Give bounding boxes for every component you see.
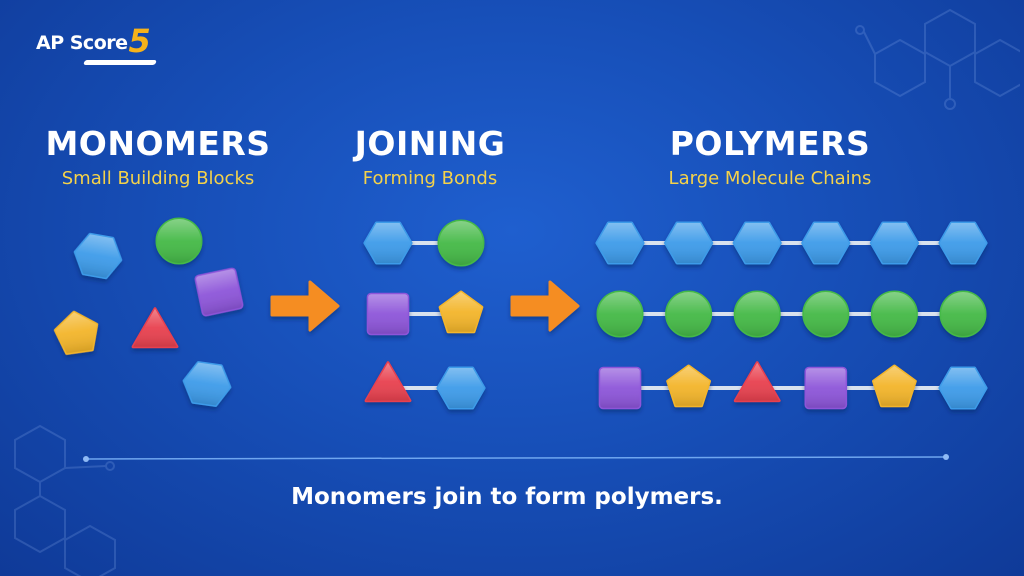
- joining-square: [366, 292, 410, 336]
- joining-triangle: [364, 361, 412, 403]
- arrow-to-joining: [270, 280, 340, 332]
- polymers-subheading: Large Molecule Chains: [668, 168, 872, 189]
- monomer-circle: [155, 217, 203, 265]
- divider-dot-left: [83, 456, 89, 462]
- caption: Monomers join to form polymers.: [291, 484, 723, 510]
- monomer-triangle: [131, 307, 179, 349]
- monomer-square: [194, 267, 244, 317]
- polymer-pentagon: [872, 364, 917, 408]
- polymer-circle: [939, 290, 987, 338]
- monomer-hexagon: [182, 361, 232, 407]
- monomer-pentagon: [53, 310, 99, 355]
- polymer-hexagon: [663, 221, 714, 265]
- joining-hexagon: [436, 366, 486, 410]
- polymer-circle: [870, 290, 918, 338]
- polymer-circle: [802, 290, 850, 338]
- joining-subheading: Forming Bonds: [362, 168, 498, 189]
- joining-heading: JOINING: [354, 124, 506, 163]
- polymer-hexagon: [938, 366, 988, 410]
- polymer-hexagon: [732, 221, 782, 265]
- polymer-circle: [596, 290, 644, 338]
- polymer-hexagon: [595, 221, 645, 265]
- polymer-hexagon: [938, 221, 988, 265]
- polymer-circle: [733, 290, 781, 338]
- polymer-triangle: [733, 361, 781, 403]
- polymer-pentagon: [666, 364, 711, 408]
- arrow-to-polymers: [510, 280, 580, 332]
- polymer-hexagon: [869, 221, 920, 265]
- joining-pentagon: [438, 290, 484, 334]
- monomers-subheading: Small Building Blocks: [61, 168, 255, 189]
- joining-circle: [437, 219, 485, 267]
- polymer-circle: [665, 290, 713, 338]
- joining-hexagon: [363, 221, 413, 265]
- logo-number: 5: [128, 22, 151, 60]
- brand-logo: AP Score5: [36, 22, 157, 72]
- molecule-pattern-top-right: [855, 8, 1020, 110]
- monomers-heading: MONOMERS: [45, 124, 271, 163]
- polymer-hexagon: [801, 221, 851, 265]
- divider-line: [85, 456, 947, 460]
- monomer-hexagon: [73, 232, 123, 280]
- polymer-square: [804, 366, 848, 410]
- molecule-pattern-bottom-left: [14, 424, 116, 576]
- polymers-heading: POLYMERS: [669, 124, 871, 163]
- polymer-square: [598, 366, 642, 410]
- divider-dot-right: [943, 454, 949, 460]
- logo-text: AP Score: [36, 32, 128, 54]
